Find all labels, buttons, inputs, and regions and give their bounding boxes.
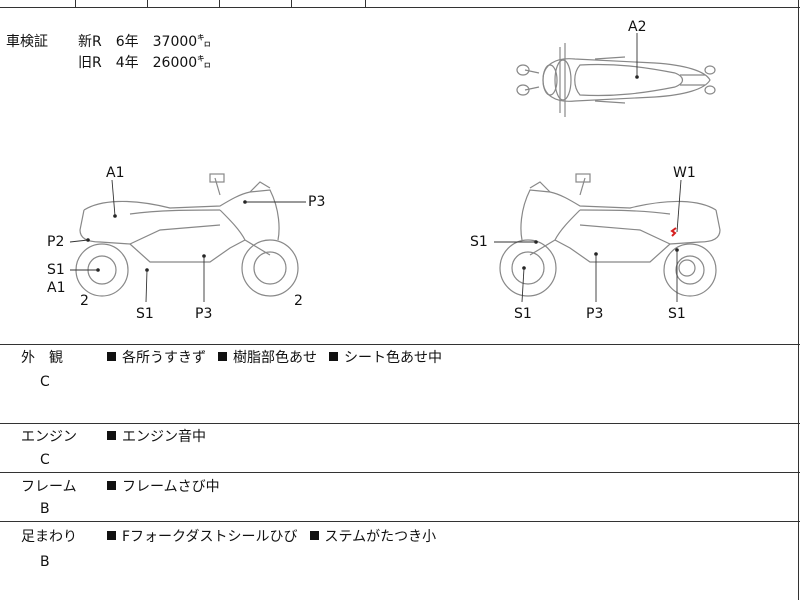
inspection-old: 旧R 4年 26000㌔: [78, 55, 212, 71]
bullet-icon: [107, 531, 116, 540]
header-divider: [147, 0, 148, 7]
section-divider: [0, 344, 800, 345]
header-divider: [75, 0, 76, 7]
bullet-icon: [309, 531, 319, 540]
section-title-exterior: 外 観: [21, 350, 63, 366]
right-view-diagram: [494, 173, 721, 303]
items-suspension: Fフォークダストシールひび ステムがたつき小: [107, 529, 436, 545]
label-2: 2: [80, 293, 89, 309]
section-title-suspension: 足まわり: [21, 529, 77, 545]
label-A2: A2: [628, 19, 647, 35]
grade-frame: B: [40, 501, 50, 517]
label-P2: P2: [47, 234, 65, 250]
label-S1: S1: [136, 306, 154, 322]
top-view-diagram: [516, 33, 716, 117]
grade-suspension: B: [40, 554, 50, 570]
items-exterior: 各所うすきず 樹脂部色あせ シート色あせ中: [107, 350, 442, 366]
grade-engine: C: [40, 452, 50, 468]
item-text: 樹脂部色あせ: [233, 350, 317, 366]
bullet-icon: [107, 481, 116, 490]
label-A1: A1: [106, 165, 125, 181]
header-divider: [798, 0, 799, 600]
section-divider: [0, 521, 800, 522]
section-divider: [0, 423, 800, 424]
section-title-engine: エンジン: [21, 429, 77, 445]
item-text: シート色あせ中: [344, 350, 442, 366]
item-text: ステムがたつき小: [324, 529, 437, 545]
bullet-icon: [329, 352, 338, 361]
label-P3: P3: [586, 306, 604, 322]
label-P3: P3: [308, 194, 326, 210]
label-S1: S1: [514, 306, 532, 322]
label-P3: P3: [195, 306, 213, 322]
item-text: 各所うすきず: [122, 350, 206, 366]
section-title-frame: フレーム: [21, 479, 77, 495]
header-divider: [365, 0, 366, 7]
bullet-icon: [107, 431, 116, 440]
item-text: Fフォークダストシールひび: [122, 529, 298, 545]
section-divider: [0, 472, 800, 473]
item-text: エンジン音中: [122, 429, 206, 445]
items-engine: エンジン音中: [107, 429, 206, 445]
items-frame: フレームさび中: [107, 479, 220, 495]
inspection-new: 新R 6年 37000㌔: [78, 34, 212, 50]
bullet-icon: [107, 352, 116, 361]
item-text: フレームさび中: [122, 479, 220, 495]
label-2: 2: [294, 293, 303, 309]
header-divider: [291, 0, 292, 7]
label-S1: S1: [470, 234, 488, 250]
label-A1: A1: [47, 280, 66, 296]
grade-exterior: C: [40, 374, 50, 390]
left-view-diagram: [69, 173, 306, 303]
header-bottom-border: [0, 7, 800, 8]
label-W1: W1: [673, 165, 696, 181]
bullet-icon: [218, 352, 227, 361]
label-S1: S1: [668, 306, 686, 322]
label-S1: S1: [47, 262, 65, 278]
inspection-label: 車検証: [6, 34, 48, 50]
header-divider: [219, 0, 220, 7]
